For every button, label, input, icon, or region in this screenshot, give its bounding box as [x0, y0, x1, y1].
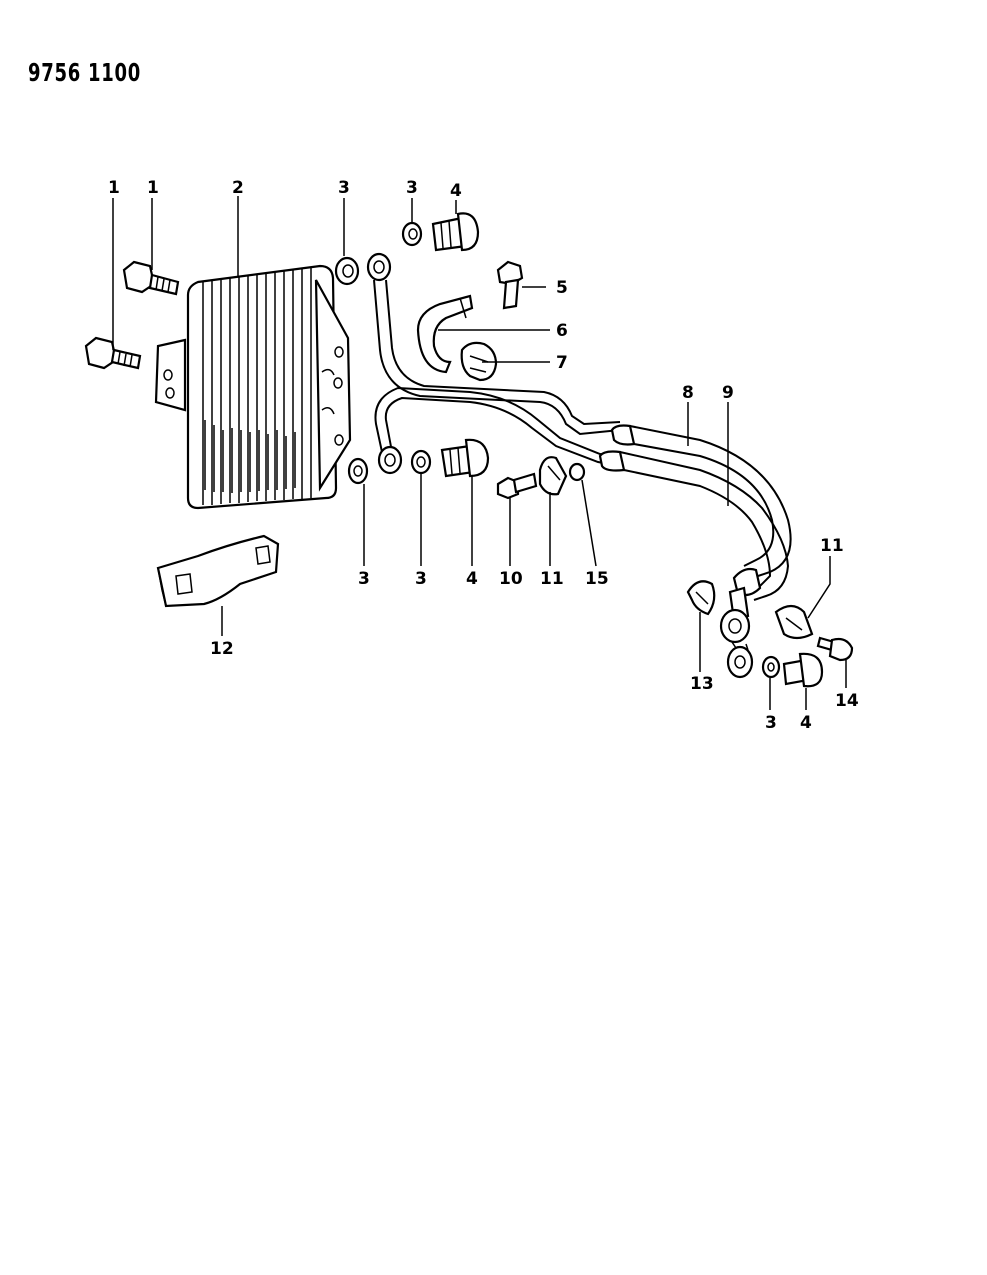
callout-10: 10: [499, 569, 523, 589]
callout-13: 13: [690, 674, 714, 694]
clamp-11-b: [774, 604, 814, 640]
callout-11a: 11: [540, 569, 564, 589]
callout-8: 8: [682, 383, 694, 403]
lower-pipe: [374, 386, 621, 475]
callout-3c: 3: [358, 569, 370, 589]
callout-12: 12: [210, 639, 234, 659]
callout-15: 15: [585, 569, 609, 589]
hose-8: [610, 424, 792, 579]
clamp-11-a: [538, 456, 568, 496]
washer-lower-right: [761, 655, 781, 679]
callout-14: 14: [835, 691, 859, 711]
callout-3e: 3: [765, 713, 777, 733]
bolt-10: [496, 472, 538, 500]
leader-lines: [112, 196, 847, 710]
callout-11b: 11: [820, 536, 844, 556]
bracket-12: [156, 534, 280, 608]
callout-6: 6: [556, 321, 568, 341]
upper-pipe: [366, 252, 621, 436]
hose-end-fitting: [719, 567, 762, 679]
union-bolt-top: [431, 212, 480, 252]
callout-3b: 3: [406, 178, 418, 198]
callout-3d: 3: [415, 569, 427, 589]
callout-1b: 1: [147, 178, 159, 198]
union-bolt-lower-right: [782, 652, 824, 688]
washer-lower-2: [410, 449, 432, 475]
callout-7: 7: [556, 353, 568, 373]
washer-top-1: [334, 256, 360, 286]
bolt-5: [496, 260, 524, 310]
callout-2: 2: [232, 178, 244, 198]
callout-3a: 3: [338, 178, 350, 198]
bolt-lower: [84, 336, 142, 370]
callout-4b: 4: [466, 569, 478, 589]
callout-5: 5: [556, 278, 568, 298]
washer-top-2: [401, 221, 423, 247]
callout-4c: 4: [800, 713, 812, 733]
oil-cooler-core: [154, 264, 352, 510]
bolt-14: [816, 636, 854, 662]
callout-1a: 1: [108, 178, 120, 198]
callout-4a: 4: [450, 181, 462, 201]
hose-9: [598, 450, 790, 601]
washer-lower-1: [347, 457, 369, 485]
bolt-upper: [122, 260, 180, 296]
bracket-6: [416, 294, 474, 374]
clamp-7: [460, 341, 498, 382]
document-id: 9756 1100: [28, 58, 141, 87]
callout-9: 9: [722, 383, 734, 403]
union-bolt-lower: [440, 438, 490, 478]
clamp-13: [686, 580, 716, 616]
grommet-15: [568, 462, 586, 482]
